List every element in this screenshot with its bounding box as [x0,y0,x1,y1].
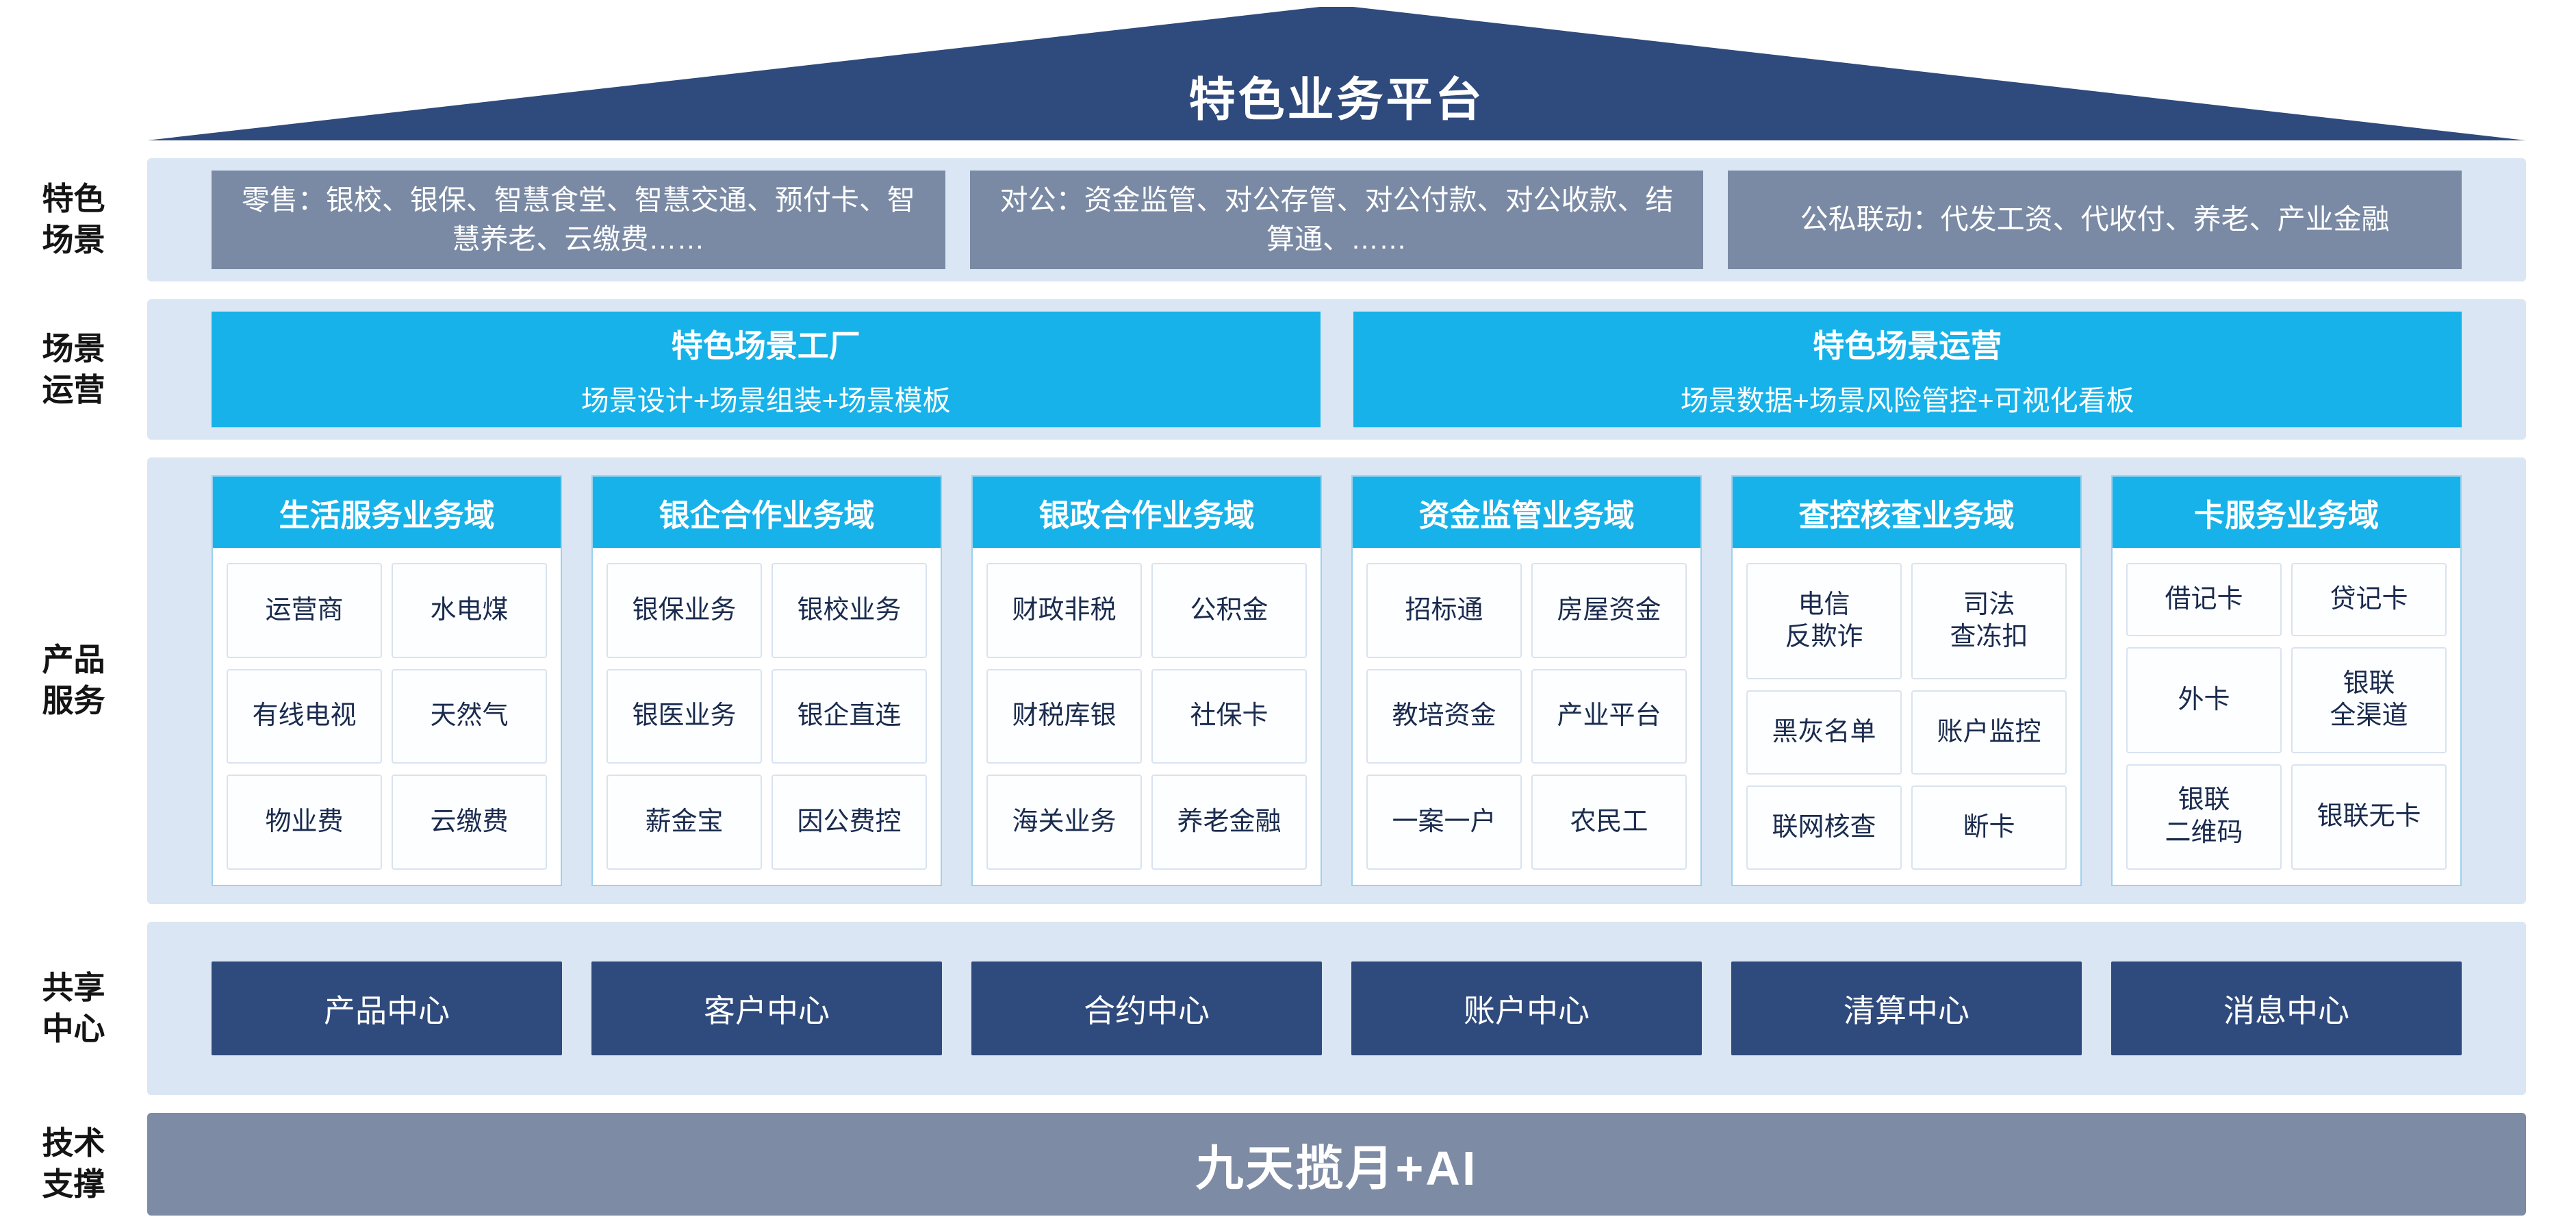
scene-factory-box: 特色场景工厂 场景设计+场景组装+场景模板 [212,312,1321,427]
domain-column-inspection-verification: 查控核查业务域 电信 反欺诈 司法 查冻扣 黑灰名单 账户监控 联网核查 断卡 [1731,475,2082,886]
product-cell: 薪金宝 [607,775,762,870]
product-cell: 一案一户 [1366,775,1522,870]
row-label-products: 产品 服务 [42,642,105,718]
scenarios-label-cell: 特色 场景 [0,158,147,281]
operations-label-cell: 场景 运营 [0,299,147,440]
product-cell: 银校业务 [771,563,927,658]
domain-cells: 运营商 水电煤 有线电视 天然气 物业费 云缴费 [213,548,561,885]
domain-cells: 财政非税 公积金 财税库银 社保卡 海关业务 养老金融 [973,548,1321,885]
center-box-customer: 客户中心 [591,961,942,1055]
product-cell: 财政非税 [986,563,1142,658]
product-cell: 银保业务 [607,563,762,658]
row-label-tech: 技术 支撑 [42,1125,105,1202]
scene-operation-title: 特色场景运营 [1813,327,2002,364]
domain-title: 卡服务业务域 [2113,477,2460,548]
scenario-box-retail: 零售：银校、银保、智慧食堂、智慧交通、预付卡、智慧养老、云缴费…… [212,171,945,269]
center-box-account: 账户中心 [1351,961,1702,1055]
domain-column-fund-supervision: 资金监管业务域 招标通 房屋资金 教培资金 产业平台 一案一户 农民工 [1351,475,1702,886]
product-cell: 银医业务 [607,668,762,764]
product-cell: 银联无卡 [2291,764,2447,870]
product-cell: 账户监控 [1911,690,2067,775]
product-cell: 运营商 [227,563,382,658]
domain-cells: 电信 反欺诈 司法 查冻扣 黑灰名单 账户监控 联网核查 断卡 [1733,548,2080,885]
product-cell: 社保卡 [1151,668,1307,764]
product-cell: 物业费 [227,775,382,870]
page-title: 特色业务平台 [1188,74,1485,126]
domain-column-card-services: 卡服务业务域 借记卡 贷记卡 外卡 银联 全渠道 银联 二维码 银联无卡 [2111,475,2462,886]
scenario-box-corporate: 对公：资金监管、对公存管、对公付款、对公收款、结算通、…… [969,171,1704,269]
domain-title: 生活服务业务域 [213,477,561,548]
product-cell: 教培资金 [1366,668,1522,764]
product-cell: 司法 查冻扣 [1911,563,2067,680]
platform-roof: 特色业务平台 [147,7,2526,140]
product-cell: 有线电视 [227,668,382,764]
product-cell: 银联 全渠道 [2291,647,2447,753]
product-cell: 电信 反欺诈 [1746,563,1902,680]
shared-label-cell: 共享 中心 [0,922,147,1095]
domain-cells: 借记卡 贷记卡 外卡 银联 全渠道 银联 二维码 银联无卡 [2113,548,2460,885]
row-label-shared: 共享 中心 [42,969,105,1046]
tech-support-bar: 九天揽月+AI [147,1113,2526,1216]
product-cell: 云缴费 [392,775,547,870]
domain-cells: 银保业务 银校业务 银医业务 银企直连 薪金宝 因公费控 [593,548,941,885]
scene-operation-box: 特色场景运营 场景数据+场景风险管控+可视化看板 [1353,312,2462,427]
products-band: 生活服务业务域 运营商 水电煤 有线电视 天然气 物业费 云缴费 银企合作业务域… [147,457,2526,904]
row-label-operations: 场景 运营 [42,330,105,407]
product-cell: 借记卡 [2126,563,2282,636]
scene-factory-title: 特色场景工厂 [671,327,860,364]
product-cell: 海关业务 [986,775,1142,870]
domain-column-bank-government: 银政合作业务域 财政非税 公积金 财税库银 社保卡 海关业务 养老金融 [971,475,1322,886]
product-cell: 财税库银 [986,668,1142,764]
center-box-message: 消息中心 [2111,961,2462,1055]
product-cell: 房屋资金 [1531,563,1687,658]
product-cell: 黑灰名单 [1746,690,1902,775]
products-label-cell: 产品 服务 [0,457,147,904]
domain-title: 银政合作业务域 [973,477,1321,548]
center-box-contract: 合约中心 [971,961,1322,1055]
scenarios-band: 零售：银校、银保、智慧食堂、智慧交通、预付卡、智慧养老、云缴费…… 对公：资金监… [147,158,2526,281]
domain-column-bank-enterprise: 银企合作业务域 银保业务 银校业务 银医业务 银企直连 薪金宝 因公费控 [591,475,942,886]
domain-cells: 招标通 房屋资金 教培资金 产业平台 一案一户 农民工 [1353,548,1700,885]
domain-title: 资金监管业务域 [1353,477,1700,548]
product-cell: 产业平台 [1531,668,1687,764]
center-box-clearing: 清算中心 [1731,961,2082,1055]
tech-label-cell: 技术 支撑 [0,1113,147,1216]
product-cell: 公积金 [1151,563,1307,658]
product-cell: 农民工 [1531,775,1687,870]
scene-factory-subtitle: 场景设计+场景组装+场景模板 [581,384,951,416]
product-cell: 银联 二维码 [2126,764,2282,870]
domain-title: 银企合作业务域 [593,477,941,548]
product-cell: 水电煤 [392,563,547,658]
domain-title: 查控核查业务域 [1733,477,2080,548]
product-cell: 因公费控 [771,775,927,870]
product-cell: 招标通 [1366,563,1522,658]
row-label-scenarios: 特色 场景 [42,181,105,257]
product-cell: 天然气 [392,668,547,764]
product-cell: 银企直连 [771,668,927,764]
roof-label-spacer [0,7,147,140]
center-box-product: 产品中心 [212,961,562,1055]
scenario-box-public-private: 公私联动：代发工资、代收付、养老、产业金融 [1728,171,2462,269]
shared-centers-band: 产品中心 客户中心 合约中心 账户中心 清算中心 消息中心 [147,922,2526,1095]
scene-operation-subtitle: 场景数据+场景风险管控+可视化看板 [1680,384,2134,416]
product-cell: 联网核查 [1746,785,1902,870]
tech-platform-title: 九天揽月+AI [1195,1141,1478,1195]
product-cell: 贷记卡 [2291,563,2447,636]
product-cell: 断卡 [1911,785,2067,870]
product-cell: 外卡 [2126,647,2282,753]
operations-band: 特色场景工厂 场景设计+场景组装+场景模板 特色场景运营 场景数据+场景风险管控… [147,299,2526,440]
product-cell: 养老金融 [1151,775,1307,870]
domain-column-life-services: 生活服务业务域 运营商 水电煤 有线电视 天然气 物业费 云缴费 [212,475,562,886]
